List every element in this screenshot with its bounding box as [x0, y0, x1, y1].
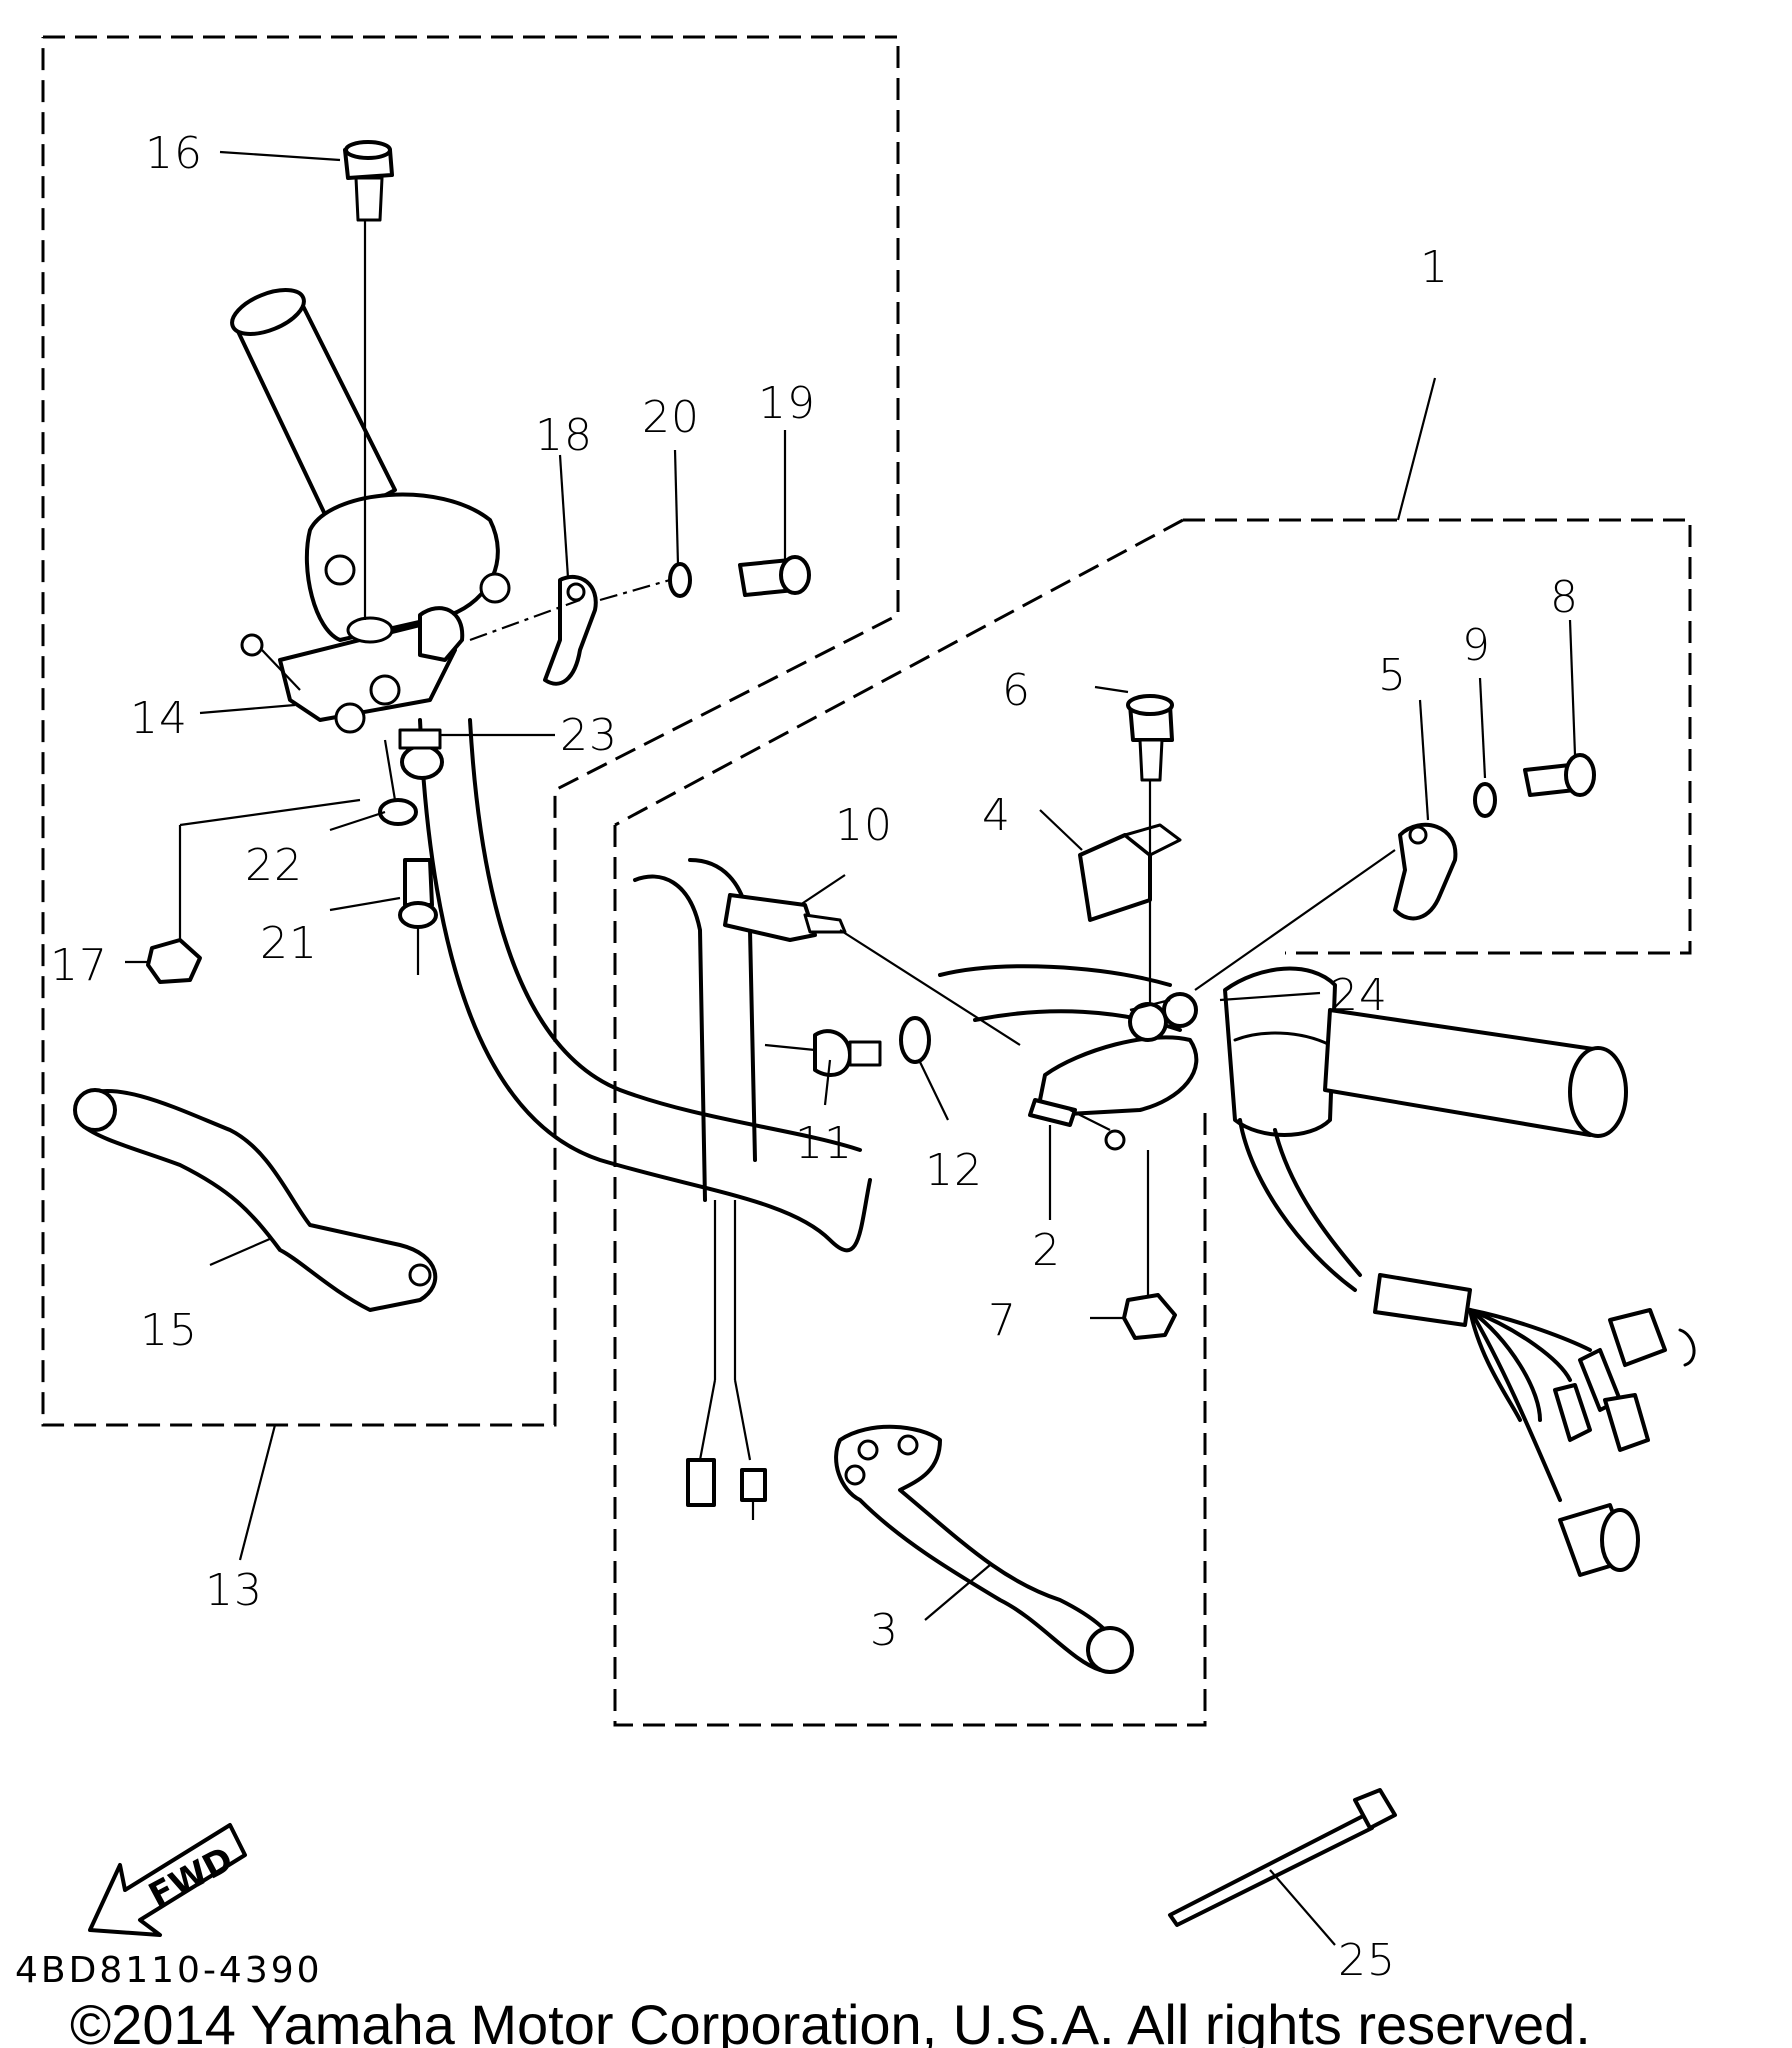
cap-23	[398, 728, 444, 780]
callout-7: 7	[988, 1295, 1017, 1346]
nut-17	[146, 798, 361, 984]
group-13-outline	[41, 35, 900, 1427]
leader-lines	[125, 150, 1577, 1946]
callout-25: 25	[1338, 1935, 1396, 1986]
wire-harness	[1238, 1118, 1696, 1577]
clutch-lever-holder	[240, 606, 465, 734]
callout-16: 16	[145, 128, 203, 179]
clamp-5	[1194, 822, 1458, 991]
callout-17: 17	[50, 940, 108, 991]
washer-9	[1473, 782, 1497, 818]
callout-4: 4	[982, 790, 1011, 841]
handlebar	[418, 718, 1182, 1253]
group-1-diagonal	[614, 518, 1184, 827]
callout-3: 3	[870, 1605, 899, 1656]
callout-20: 20	[642, 392, 700, 443]
callout-labels: 16 18 20 19 14 23 22 21 17 15 13 1 6 4 5…	[50, 128, 1579, 1986]
callout-18: 18	[535, 410, 593, 461]
bolt-11	[764, 1029, 882, 1077]
fwd-arrow: FWD	[88, 1823, 247, 1937]
callout-6: 6	[1002, 665, 1031, 716]
callout-11: 11	[795, 1118, 853, 1169]
brake-switch-10	[723, 893, 1021, 1046]
right-grip-24	[1223, 966, 1628, 1138]
bolt-6	[1126, 694, 1174, 1020]
bolt-8	[1523, 753, 1596, 797]
callout-19: 19	[758, 378, 816, 429]
callout-5: 5	[1378, 650, 1407, 701]
brake-lever-3	[834, 1424, 1134, 1674]
copyright-notice: ©2014 Yamaha Motor Corporation, U.S.A. A…	[70, 1993, 1591, 2048]
clamp-18	[543, 574, 598, 686]
cable-tie-25	[1168, 1788, 1397, 1927]
pin-2	[1028, 1098, 1126, 1151]
callout-21: 21	[260, 918, 318, 969]
callout-15: 15	[140, 1305, 198, 1356]
callout-22: 22	[245, 840, 303, 891]
wire-leads-10	[686, 1200, 767, 1520]
callout-24: 24	[1330, 970, 1388, 1021]
adjuster-21	[398, 858, 438, 975]
group-1-outline	[1183, 518, 1692, 955]
left-grip	[230, 288, 511, 642]
part-code: 4BD8110-4390	[15, 1950, 323, 1991]
group-1-lower	[613, 825, 1207, 1727]
nut-12	[899, 1016, 931, 1064]
callout-12: 12	[925, 1145, 983, 1196]
adjuster-22	[378, 739, 418, 826]
master-cylinder-holder	[1038, 992, 1199, 1117]
clutch-lever	[73, 1088, 438, 1312]
callout-10: 10	[835, 800, 893, 851]
align-18	[469, 598, 581, 642]
callout-13: 13	[205, 1565, 263, 1616]
callout-8: 8	[1550, 572, 1579, 623]
bracket-4	[1078, 823, 1182, 922]
callout-9: 9	[1462, 620, 1491, 671]
bolt-16	[343, 140, 394, 620]
callout-2: 2	[1032, 1225, 1061, 1276]
callout-14: 14	[130, 693, 188, 744]
align-19-20	[599, 578, 671, 602]
callout-23: 23	[560, 710, 618, 761]
washer-20	[668, 562, 692, 598]
nut-7	[1122, 1150, 1177, 1340]
callout-1: 1	[1420, 242, 1449, 293]
bolt-19	[738, 555, 811, 597]
